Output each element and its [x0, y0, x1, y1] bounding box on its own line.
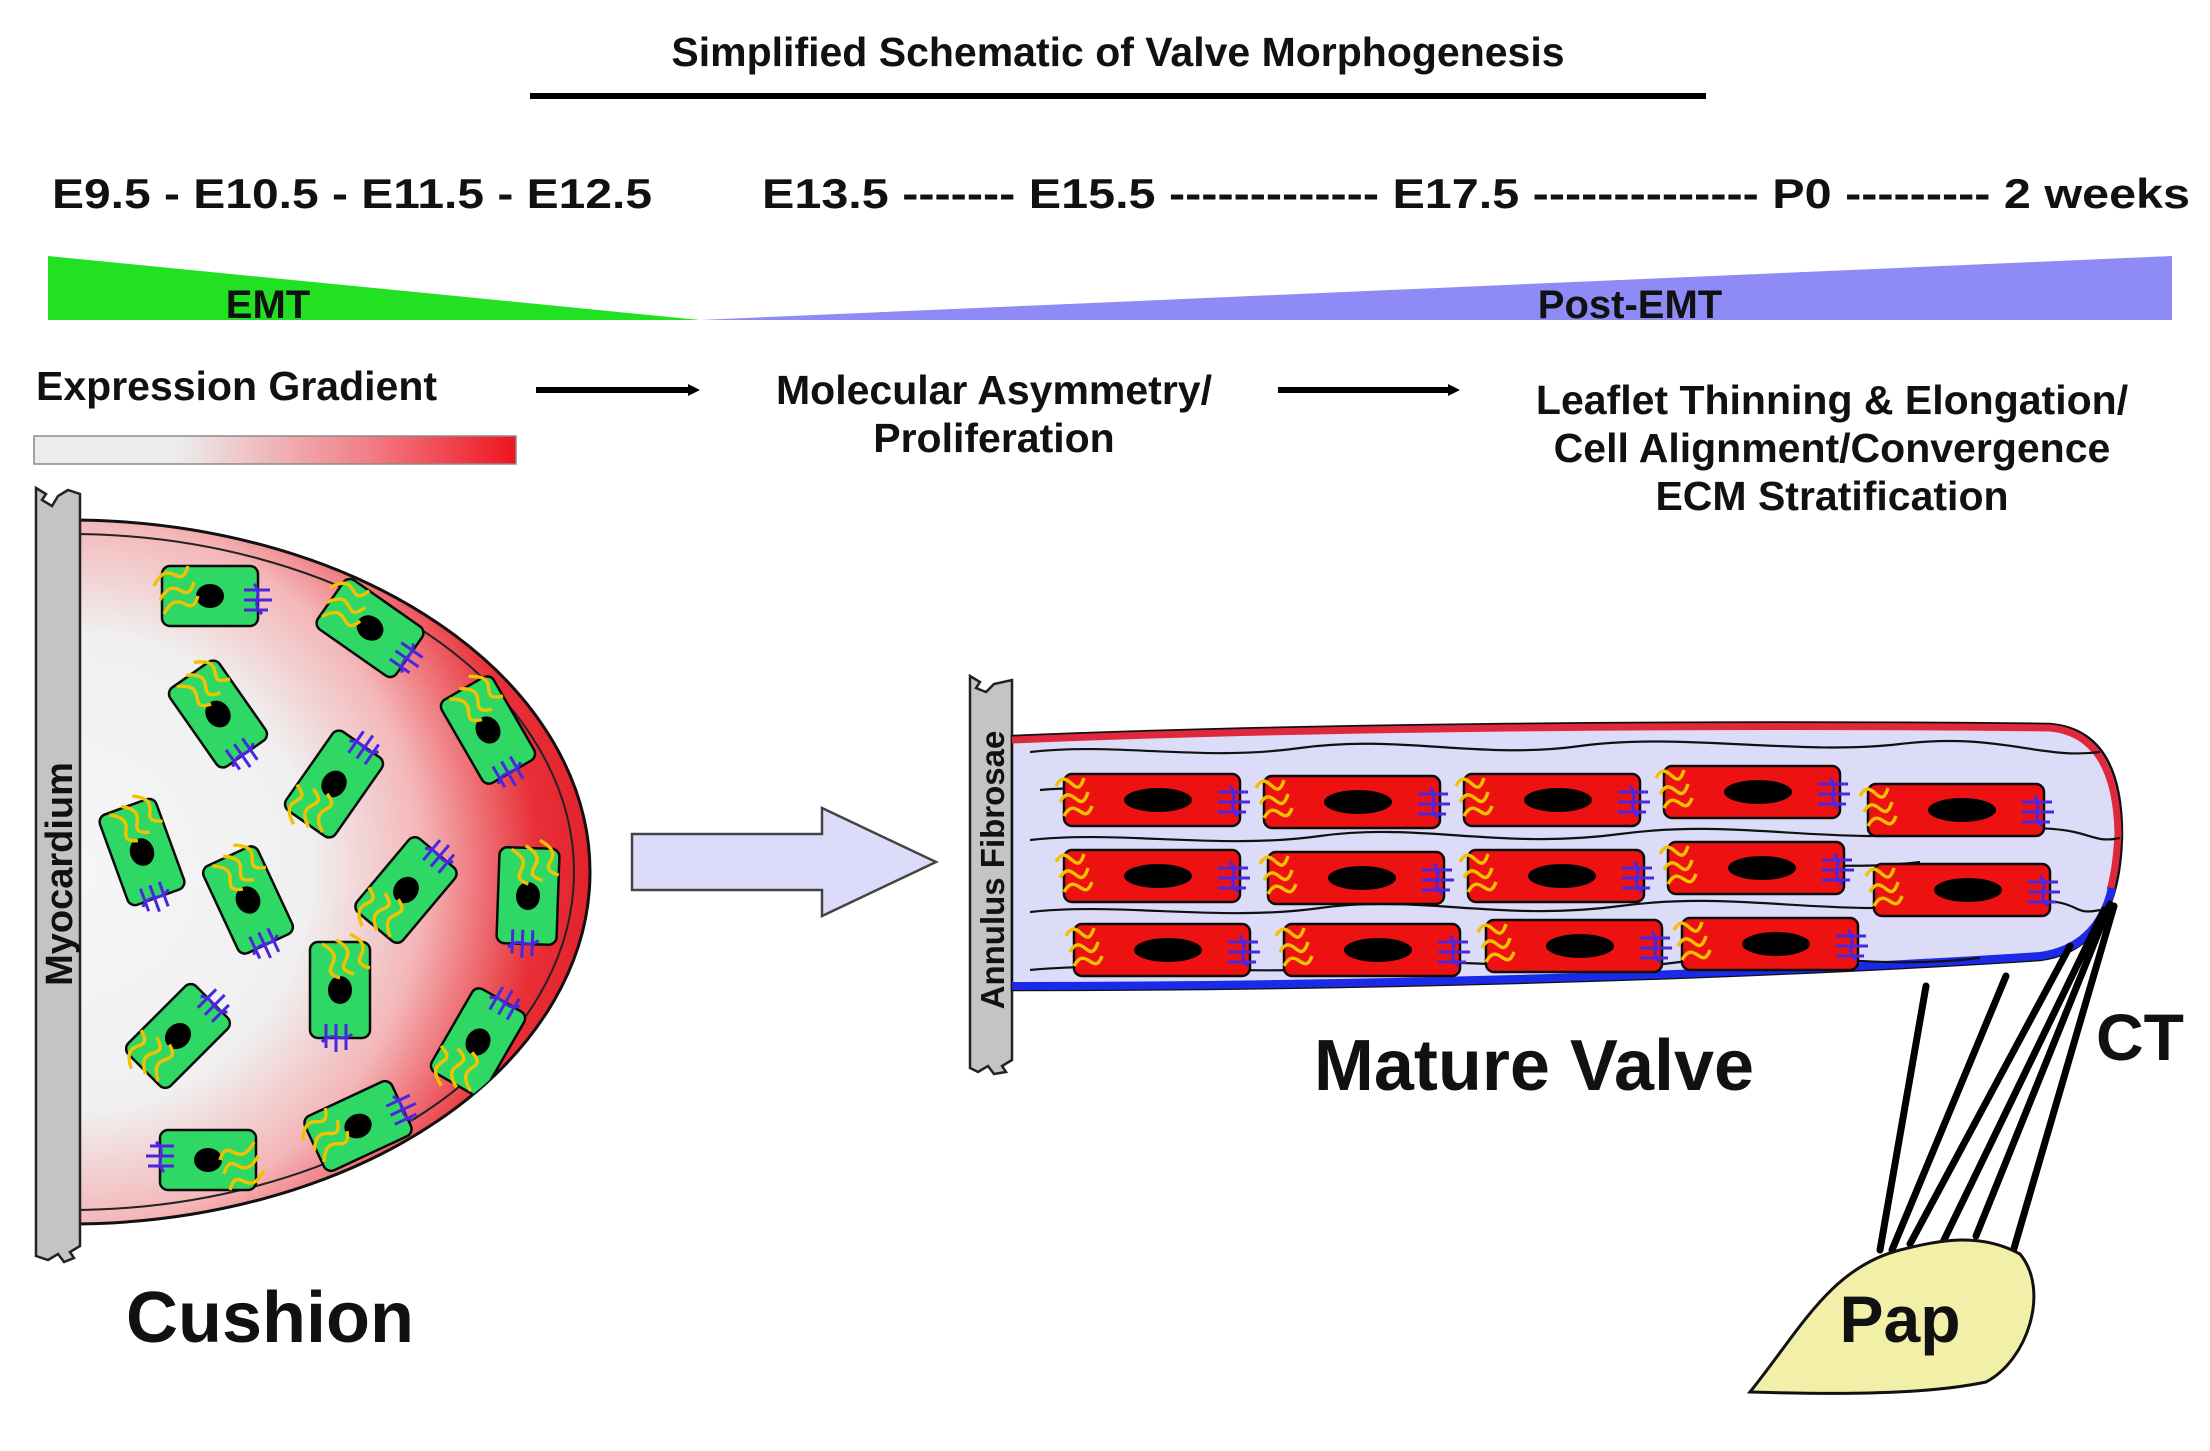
valve-cell [1274, 922, 1472, 978]
valve-cell [1258, 850, 1456, 906]
post-emt-label: Post-EMT [1538, 283, 1722, 327]
myocardium-label: Myocardium [39, 762, 81, 986]
valve-ventricular-surface [1011, 887, 2116, 990]
valve-cell [1254, 774, 1452, 830]
valve-cell [1654, 764, 1852, 820]
chorda-line [1876, 982, 1930, 1254]
mature-valve [1010, 721, 2124, 992]
valve-cell [1476, 918, 1674, 974]
cushion-cell [494, 837, 562, 961]
valve-cell [1454, 772, 1652, 828]
chorda-line [2006, 902, 2118, 1266]
expression-gradient-label: Expression Gradient [36, 363, 437, 409]
chordae-tendineae [1876, 900, 2118, 1266]
expression-gradient-bar [33, 435, 517, 465]
mature-valve-label: Mature Valve [1314, 1026, 1754, 1106]
papillary-muscle [1746, 1238, 2036, 1395]
chorda-line [1888, 972, 2010, 1254]
chorda-line [1940, 906, 2108, 1244]
valve-cell [1064, 922, 1262, 978]
chorda-line [1972, 900, 2114, 1240]
myocardium-wall [34, 485, 82, 1264]
timeline-post-emt-stages: E13.5 ------- E15.5 ------------- E17.5 … [762, 170, 2190, 217]
timeline-emt-stages: E9.5 - E10.5 - E11.5 - E12.5 [52, 170, 652, 217]
valve-cell [1054, 848, 1252, 904]
proliferation-label: Proliferation [873, 415, 1114, 461]
post-emt-wedge [700, 256, 2172, 320]
diagram-title: Simplified Schematic of Valve Morphogene… [671, 29, 1564, 75]
annulus-fibrosae-label: Annulus Fibrosae [974, 731, 1011, 1010]
valve-cell [1864, 862, 2062, 918]
emt-label: EMT [226, 283, 310, 327]
valve-cell [1858, 782, 2056, 838]
chorda-line [1906, 942, 2074, 1248]
transition-arrow [630, 806, 939, 918]
leaflet-thinning-label: Leaflet Thinning & Elongation/ [1536, 377, 2128, 423]
emt-wedge [48, 256, 700, 320]
valve-cell [1054, 772, 1252, 828]
pap-label: Pap [1839, 1282, 1960, 1356]
cushion-inner-line [69, 533, 575, 1211]
valve-cell [1458, 848, 1656, 904]
cushion-cell [144, 1128, 266, 1192]
cushion [68, 518, 592, 1226]
valve-atrial-surface [1011, 723, 2122, 892]
cushion-cell [152, 564, 274, 628]
cushion-label: Cushion [126, 1278, 414, 1358]
valve-cell [1658, 840, 1856, 896]
molecular-asymmetry-label: Molecular Asymmetry/ [776, 367, 1212, 413]
annulus-fibrosae-wall [968, 673, 1014, 1076]
cushion-cell [308, 932, 372, 1054]
cell-alignment-label: Cell Alignment/Convergence [1554, 425, 2111, 471]
ct-label: CT [2096, 1000, 2184, 1074]
ecm-stratification-label: ECM Stratification [1655, 473, 2008, 519]
valve-cell [1672, 916, 1870, 972]
